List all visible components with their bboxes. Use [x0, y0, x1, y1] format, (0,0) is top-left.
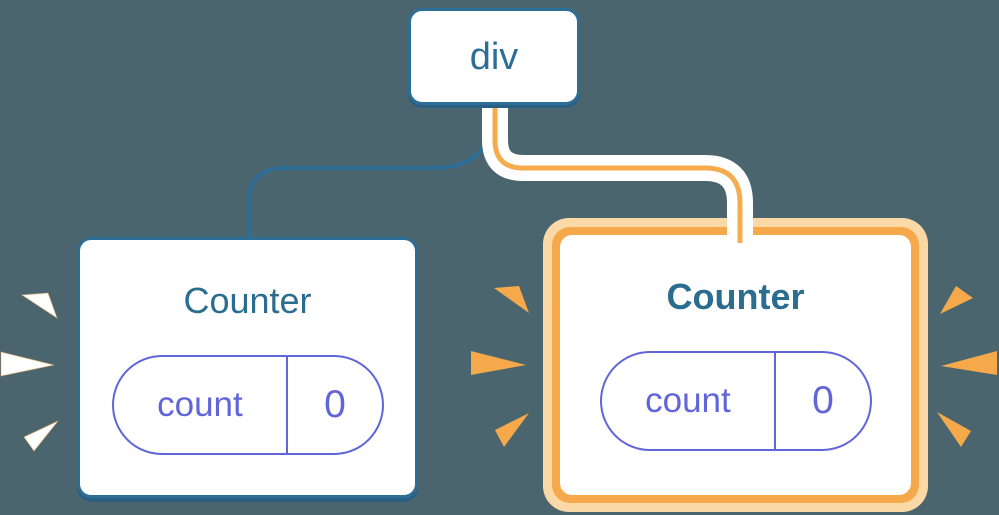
edge-root-to-left-counter [247, 102, 496, 240]
state-key-label: count [602, 353, 777, 449]
spark-icon [940, 286, 973, 314]
spark-burst-left-counter [0, 292, 59, 452]
state-value: 0 [324, 383, 346, 426]
right-counter-highlight-halo: Counter count 0 [543, 218, 928, 512]
spark-icon [941, 351, 997, 375]
left-counter-card: Counter count 0 [77, 237, 418, 498]
right-counter-card: Counter count 0 [560, 235, 911, 495]
root-node: div [408, 8, 580, 105]
state-value: 0 [812, 379, 834, 422]
spark-icon [937, 412, 971, 447]
spark-icon [0, 351, 55, 377]
left-counter-title: Counter [183, 280, 312, 321]
spark-burst-right-counter-right [937, 286, 997, 447]
spark-burst-right-counter-left [471, 286, 529, 447]
spark-icon [20, 292, 58, 320]
right-counter-state-pill: count 0 [599, 351, 872, 451]
spark-icon [495, 413, 529, 447]
edge-root-to-right-counter-core [492, 100, 743, 243]
right-counter-highlight-ring: Counter count 0 [552, 227, 919, 503]
right-counter-title: Counter [666, 276, 805, 317]
spark-icon [23, 420, 59, 452]
spark-icon [494, 286, 529, 313]
root-node-label: div [469, 35, 519, 78]
left-counter-state-pill: count 0 [111, 355, 384, 455]
edge-root-to-right-counter-outline [482, 100, 753, 243]
state-key-label: count [114, 357, 289, 453]
spark-icon [471, 351, 526, 375]
